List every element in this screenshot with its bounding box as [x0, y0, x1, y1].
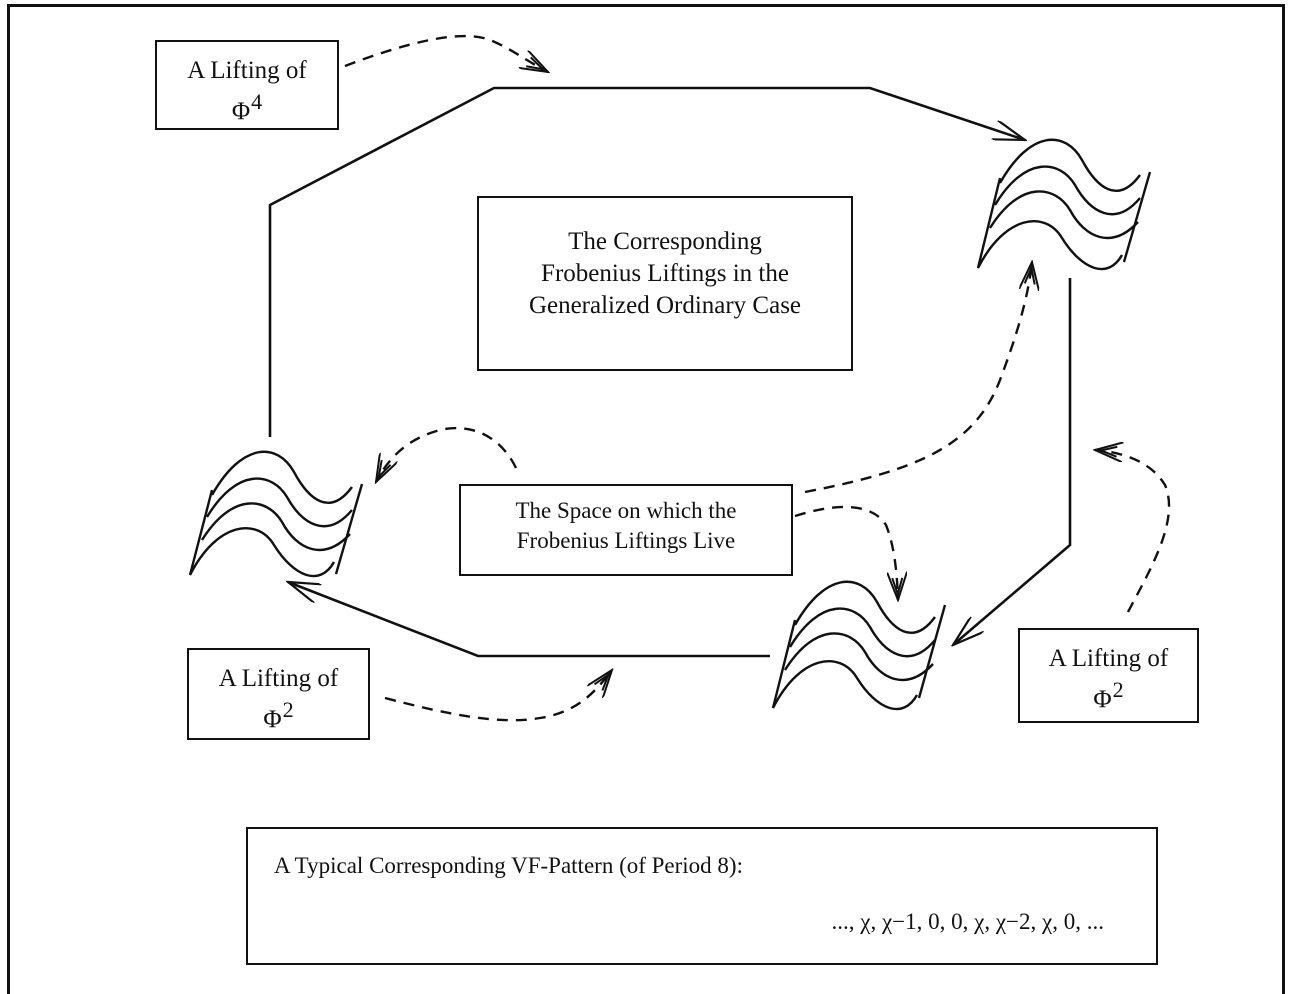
- phi-exponent: 2: [1112, 677, 1124, 702]
- dashed-arrow-space-left: [376, 426, 518, 482]
- vf-pattern-box: A Typical Corresponding VF-Pattern (of P…: [246, 827, 1158, 965]
- dashed-arrow-space-down: [794, 505, 898, 600]
- phi-symbol: Φ: [1093, 686, 1112, 713]
- dashed-arrow-space-up: [804, 262, 1032, 494]
- lifting-phi2-right-symbol: Φ2: [1020, 674, 1197, 716]
- space-line-2: Frobenius Liftings Live: [516, 528, 736, 553]
- phi-exponent: 2: [282, 697, 294, 722]
- corresponding-line-2: Frobenius Liftings in the: [541, 260, 789, 287]
- vf-pattern-sequence: ..., χ, χ−1, 0, 0, χ, χ−2, χ, 0, ...: [831, 909, 1105, 934]
- corresponding-liftings-box: The Corresponding Frobenius Liftings in …: [477, 196, 853, 371]
- phi-symbol: Φ: [263, 706, 282, 733]
- surface-icon-top-right: [976, 138, 1152, 271]
- lifting-phi4-box: A Lifting of Φ4: [155, 40, 339, 130]
- dashed-arrow-phi4: [344, 34, 548, 72]
- lifting-phi2-left-box: A Lifting of Φ2: [187, 648, 370, 740]
- cycle-arrow-top: [268, 86, 1025, 437]
- dashed-arrow-phi2-right: [1095, 450, 1171, 613]
- figure-frame: [7, 4, 1285, 994]
- space-line-1: The Space on which the: [515, 498, 737, 523]
- vf-pattern-heading: A Typical Corresponding VF-Pattern (of P…: [274, 853, 743, 878]
- corresponding-line-3: Generalized Ordinary Case: [528, 292, 802, 319]
- corresponding-line-1: The Corresponding: [568, 228, 762, 255]
- lifting-phi2-right-box: A Lifting of Φ2: [1018, 628, 1199, 723]
- lifting-phi4-symbol: Φ4: [157, 86, 337, 128]
- cycle-arrow-right: [953, 278, 1072, 645]
- lifting-phi2-left-symbol: Φ2: [189, 694, 368, 736]
- space-box: The Space on which the Frobenius Lifting…: [459, 484, 793, 576]
- dashed-arrow-phi2-left: [384, 670, 612, 722]
- surface-icon-bottom: [771, 580, 947, 711]
- lifting-phi4-label: A Lifting of: [187, 57, 307, 84]
- lifting-phi2-right-label: A Lifting of: [1048, 645, 1169, 672]
- lifting-phi2-left-label: A Lifting of: [218, 665, 339, 692]
- cycle-arrow-bottom: [288, 582, 770, 658]
- surface-icon-left: [188, 450, 364, 578]
- phi-symbol: Φ: [231, 98, 251, 125]
- phi-exponent: 4: [251, 89, 263, 114]
